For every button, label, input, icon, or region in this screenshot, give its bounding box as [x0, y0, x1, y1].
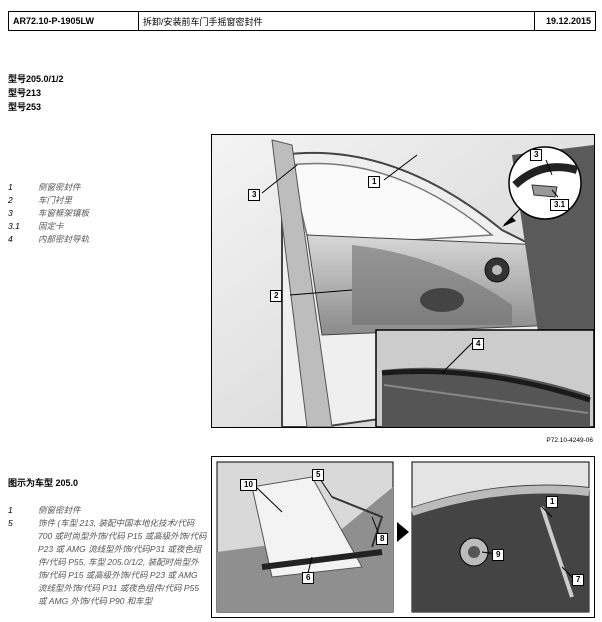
figure-1-reference: P72.10-4249-06	[546, 437, 593, 444]
model-item: 型号253	[8, 102, 42, 112]
callout-1: 1	[368, 176, 381, 188]
figure-door-seal: 3 1 2 4 3 3.1	[211, 134, 595, 428]
document-date: 19.12.2015	[545, 16, 591, 26]
callout-2: 2	[270, 290, 283, 302]
document-title: 拆卸/安装前车门手摇窗密封件	[139, 12, 535, 30]
door-illustration	[212, 135, 595, 428]
callout-9: 9	[492, 549, 505, 561]
figure-trim-panels: 10 5 8 6 1 9 7	[211, 456, 595, 618]
figure-2-caption: 图示为车型 205.0	[8, 478, 79, 488]
callout-8: 8	[376, 533, 389, 545]
model-list: 型号205.0/1/2 型号213 型号253	[8, 72, 64, 114]
callout-6: 6	[302, 572, 315, 584]
model-item: 型号213	[8, 88, 42, 98]
document-code: AR72.10-P-1905LW	[9, 12, 139, 30]
callout-1-fig2: 1	[546, 496, 559, 508]
trim-illustration	[216, 461, 590, 613]
callout-4: 4	[472, 338, 485, 350]
callout-3-detail: 3	[530, 149, 543, 161]
model-item: 型号205.0/1/2	[8, 74, 64, 84]
callout-5: 5	[312, 469, 325, 481]
callout-7: 7	[572, 574, 585, 586]
callout-3-1: 3.1	[550, 199, 570, 211]
callout-3: 3	[248, 189, 261, 201]
document-header: AR72.10-P-1905LW 拆卸/安装前车门手摇窗密封件 19.12.20…	[8, 11, 596, 31]
callout-10: 10	[240, 479, 257, 491]
